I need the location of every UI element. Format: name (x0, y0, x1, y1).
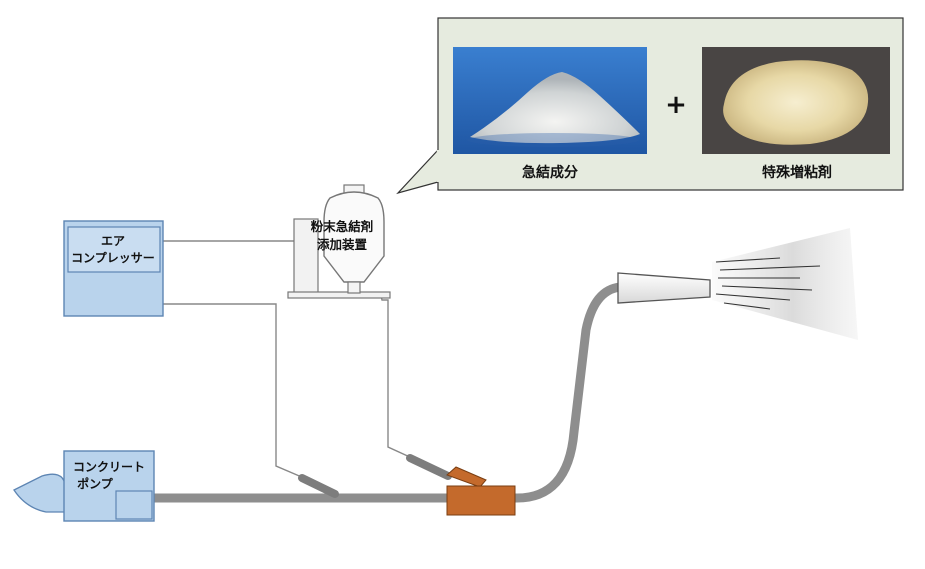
air-lines (163, 240, 413, 479)
mixing-pipe-body (446, 485, 516, 516)
air-compressor-label-line1: エア (101, 234, 125, 248)
spray-nozzle (617, 228, 858, 340)
thickener-powder-photo (702, 47, 890, 154)
materials-inset: + 急結成分 特殊増粘剤 (396, 17, 904, 195)
plus-sign: + (665, 90, 687, 120)
concrete-hose (145, 282, 625, 503)
mixing-pipe (446, 466, 516, 516)
inset-callout-pointer (396, 148, 439, 195)
air-line-to-pump-junction (163, 303, 305, 479)
accelerator-dosing-unit: 粉末急結剤 添加装置 (287, 184, 391, 299)
dosing-unit-stand (293, 218, 319, 295)
pump-hopper (13, 473, 66, 513)
accelerator-component-label: 急結成分 (522, 164, 578, 181)
mixing-pipe-inlet (446, 466, 487, 488)
hopper-outlet (347, 281, 361, 294)
hose-mixer-to-nozzle (509, 282, 625, 503)
air-injection-pipe (298, 474, 339, 498)
spray-cone (712, 228, 858, 340)
hopper-body (323, 191, 385, 283)
air-compressor-label-line2: コンプレッサー (71, 250, 155, 265)
accelerator-powder-photo (453, 47, 647, 154)
special-thickener-label: 特殊増粘剤 (762, 164, 832, 181)
nozzle-body (617, 272, 711, 304)
accelerator-injection-pipe (406, 454, 452, 480)
concrete-pump-label-line1: コンクリート (73, 460, 145, 474)
air-compressor: エア コンプレッサー (63, 220, 164, 317)
feed-line-accelerator-to-mixer (379, 291, 413, 459)
dosing-unit-base (287, 291, 391, 299)
concrete-pump-label-line2: ポンプ (77, 476, 114, 491)
accelerator-unit-label-line1: 粉末急結剤 (311, 219, 374, 234)
spray-streaks (715, 257, 821, 310)
concrete-pump: コンクリート ポンプ (13, 450, 155, 522)
accelerator-unit-label-line2: 添加装置 (317, 237, 368, 252)
pump-outlet-box (115, 490, 153, 520)
